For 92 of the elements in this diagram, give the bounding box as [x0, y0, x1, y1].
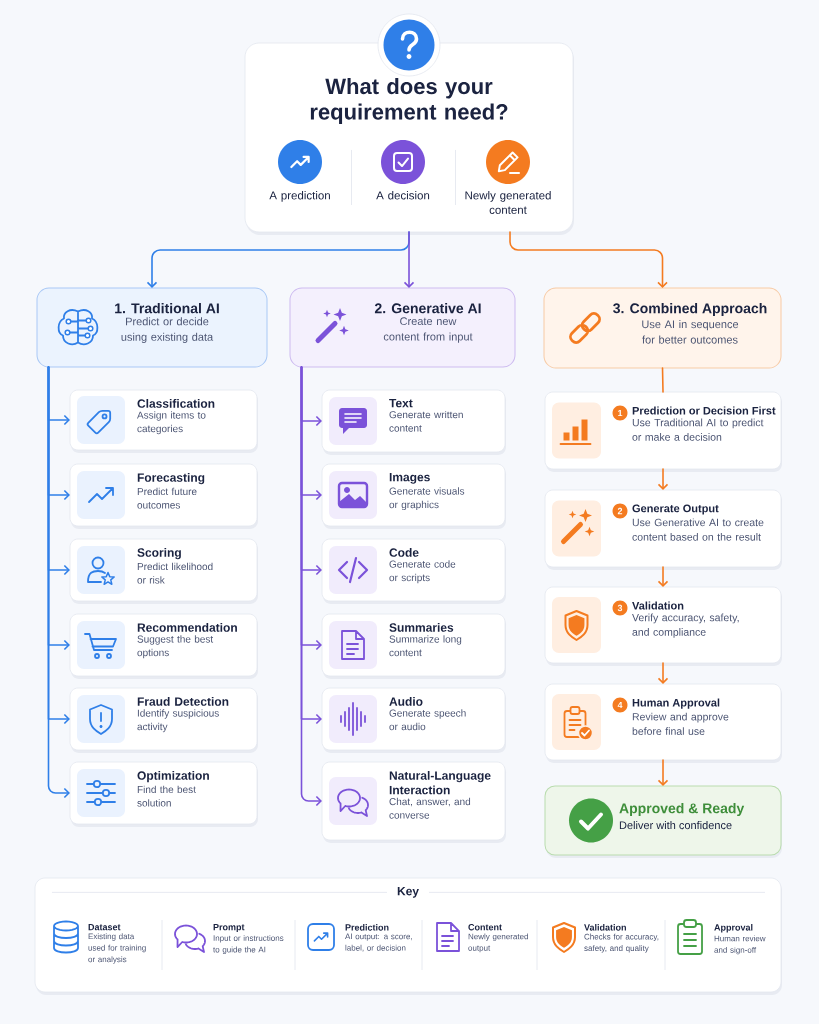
item-text: Assign items to categories — [137, 411, 206, 435]
step-text: Verify accuracy, safety, and compliance — [632, 613, 739, 638]
item-card — [321, 463, 506, 529]
item-title: Images — [389, 473, 430, 484]
arrow — [509, 231, 668, 288]
question-card — [244, 13, 574, 235]
key-title: Content — [468, 924, 502, 931]
number-badge: 4 — [612, 697, 628, 713]
item-text: Generate written content — [389, 410, 463, 432]
item-card — [69, 761, 258, 827]
item-text: Generate code or scripts — [389, 560, 456, 584]
option-label: A prediction — [269, 191, 330, 202]
step-text: Use Traditional AI to predict or make a decision — [632, 418, 764, 441]
item-title: Optimization — [137, 771, 209, 783]
arrow — [47, 366, 70, 799]
item-title: Fraud Detection — [137, 697, 229, 706]
item-text: Suggest the best options — [137, 635, 214, 659]
item-text: Identify suspicious activity — [137, 709, 219, 733]
item-card — [321, 687, 506, 753]
item-title: Recommendation — [137, 623, 237, 632]
step-text: Review and approve before final use — [632, 712, 729, 735]
item-card — [69, 613, 258, 679]
card-text: Use AI in sequence for better outcomes — [642, 320, 739, 344]
item-title: Summaries — [389, 623, 454, 632]
step-title: Human Approval — [632, 698, 720, 709]
step-card — [544, 586, 782, 666]
arrow — [657, 759, 669, 786]
item-card — [69, 463, 258, 529]
step-title: Validation — [632, 601, 684, 610]
result-title: Approved & Ready — [619, 803, 745, 817]
key-panel — [34, 877, 782, 995]
option-label: A decision — [376, 191, 430, 200]
item-text: Predict future outcomes — [137, 487, 197, 509]
step-title: Prediction or Decision First — [632, 406, 776, 415]
step-card — [544, 489, 782, 570]
card-text: Create new content from input — [383, 317, 473, 343]
key-text: Input or instructions to guide the AI — [213, 935, 284, 955]
card-text: Predict or decide using existing data — [121, 317, 214, 344]
key-text: Human review and sign-off — [714, 935, 766, 955]
key-title: Prompt — [213, 924, 245, 933]
arrow — [657, 468, 669, 490]
item-text: Generate speech or audio — [389, 709, 466, 731]
number-badge: 1 — [612, 405, 628, 421]
item-card — [69, 538, 258, 604]
item-title: Natural-Language Interaction — [389, 771, 491, 795]
category-card — [543, 287, 782, 369]
arrow — [657, 566, 669, 587]
item-text: Summarize long content — [389, 635, 462, 657]
item-title: Text — [389, 399, 413, 408]
key-title: Validation — [584, 924, 626, 931]
key-title: Approval — [714, 924, 753, 933]
item-card — [69, 389, 258, 453]
category-card — [36, 287, 268, 368]
heading: What does your requirement need? — [310, 78, 508, 124]
step-title: Generate Output — [632, 504, 719, 515]
item-title: Code — [389, 548, 419, 557]
key-heading: Key — [397, 887, 419, 898]
category-card — [289, 287, 516, 368]
key-title: Dataset — [88, 924, 121, 931]
key-title: Prediction — [345, 924, 389, 931]
result-card — [544, 785, 782, 858]
item-text: Chat, answer, and converse — [389, 797, 471, 819]
item-card — [69, 687, 258, 753]
step-card — [544, 683, 782, 763]
arrow — [300, 366, 322, 807]
key-text: Existing data used for training or analysis — [88, 933, 146, 964]
item-text: Predict likelihood or risk — [137, 562, 213, 584]
card-title: 2. Generative AI — [374, 303, 481, 314]
number-badge: 2 — [612, 503, 628, 519]
item-title: Forecasting — [137, 473, 205, 485]
step-card — [544, 391, 782, 472]
card-title: 1. Traditional AI — [115, 303, 219, 314]
card-title: 3. Combined Approach — [613, 303, 767, 317]
item-card — [321, 389, 506, 455]
item-title: Audio — [389, 697, 423, 706]
item-card — [321, 538, 506, 604]
key-text: AI output: a score, label, or decision — [345, 933, 412, 952]
result-text: Deliver with confidence — [619, 821, 732, 830]
item-text: Find the best solution — [137, 785, 196, 807]
item-title: Classification — [137, 399, 215, 408]
step-text: Use Generative AI to create content based on the result — [632, 518, 764, 541]
item-card — [321, 613, 506, 679]
item-title: Scoring — [137, 548, 181, 560]
option-label: Newly generated content — [465, 191, 551, 214]
connector-line — [661, 367, 664, 393]
item-text: Generate visuals or graphics — [389, 487, 465, 511]
item-card — [321, 761, 506, 843]
arrow — [403, 231, 415, 288]
number-badge: 3 — [612, 600, 628, 616]
key-text: Checks for accuracy, safety, and quality — [584, 933, 659, 953]
key-text: Newly generated output — [468, 933, 528, 953]
arrow — [657, 662, 669, 684]
